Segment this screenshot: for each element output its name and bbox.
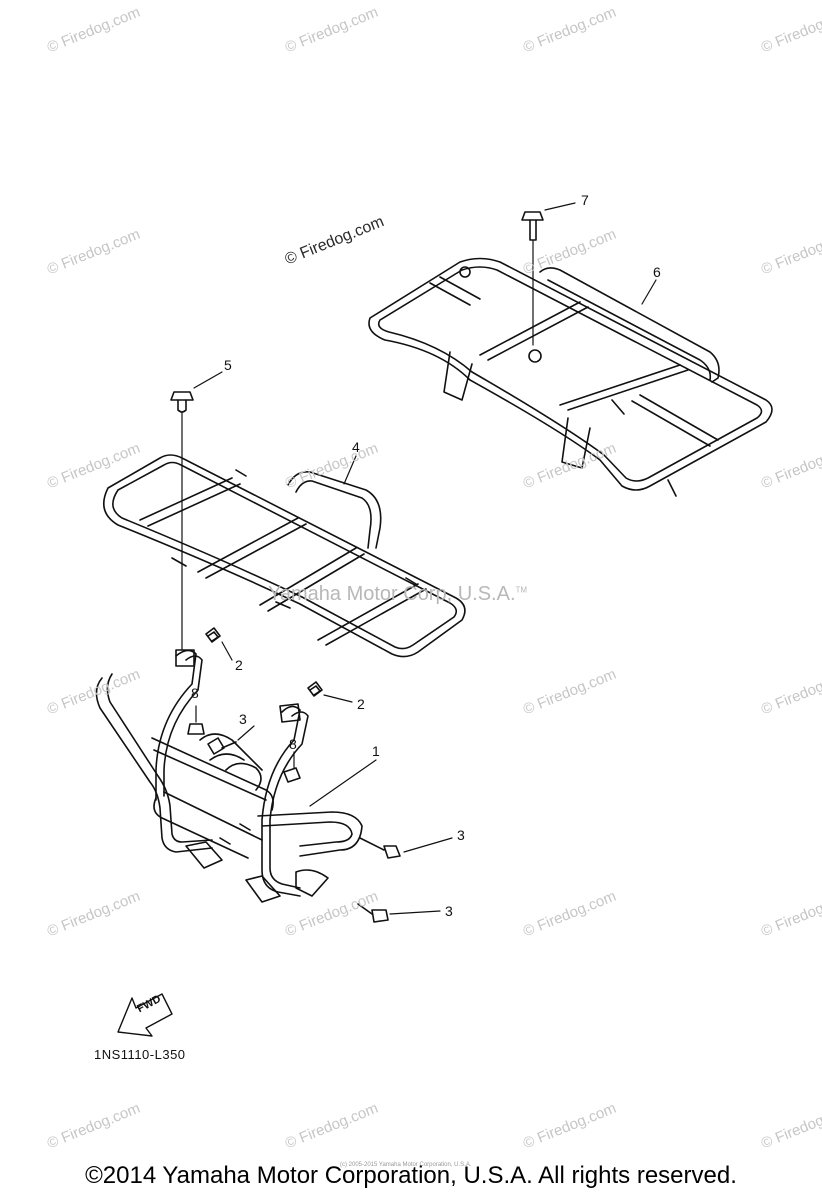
callout-3: 3 xyxy=(239,711,247,727)
callout-3: 3 xyxy=(457,827,465,843)
fwd-arrow-icon xyxy=(117,993,173,1037)
callout-5: 5 xyxy=(224,357,232,373)
rear-carrier-part-6[interactable] xyxy=(368,257,773,497)
callout-2: 2 xyxy=(357,696,365,712)
fine-print: (c) 2005-2015 Yamaha Motor Corporation, … xyxy=(340,1162,472,1168)
nut-part-2-lower[interactable] xyxy=(307,681,353,703)
front-carrier-part-4[interactable] xyxy=(102,454,466,658)
bolt-part-3-lower[interactable] xyxy=(357,903,441,923)
center-watermark: Yamaha Motor Corp, U.S.A.TM xyxy=(268,583,527,606)
copyright-footer: ©2014 Yamaha Motor Corporation, U.S.A. A… xyxy=(85,1162,737,1189)
callout-7: 7 xyxy=(581,192,589,208)
center-watermark-text: Yamaha Motor Corp, U.S.A. xyxy=(268,583,516,605)
bolt-part-3-upper[interactable] xyxy=(207,725,255,755)
bolt-part-5[interactable] xyxy=(170,371,223,651)
bolt-part-8-left[interactable] xyxy=(187,705,205,735)
callout-6: 6 xyxy=(653,264,661,280)
callout-3: 3 xyxy=(445,903,453,919)
bolt-part-7[interactable] xyxy=(521,202,576,346)
leader-line-part-6 xyxy=(641,279,657,305)
center-watermark-mark: TM xyxy=(515,585,528,595)
leader-line-part-1 xyxy=(309,759,377,807)
nut-part-2-upper[interactable] xyxy=(205,627,233,661)
diagram-code: 1NS1110-L350 xyxy=(94,1047,186,1062)
callout-2: 2 xyxy=(235,657,243,673)
bolt-part-3-middle[interactable] xyxy=(359,837,453,859)
front-guard-part-1[interactable] xyxy=(95,649,363,903)
callout-4: 4 xyxy=(352,439,360,455)
callout-1: 1 xyxy=(372,743,380,759)
bolt-part-8-right[interactable] xyxy=(283,751,301,783)
callout-8: 8 xyxy=(191,685,199,701)
leader-line-part-4 xyxy=(343,455,357,485)
callout-8: 8 xyxy=(289,736,297,752)
